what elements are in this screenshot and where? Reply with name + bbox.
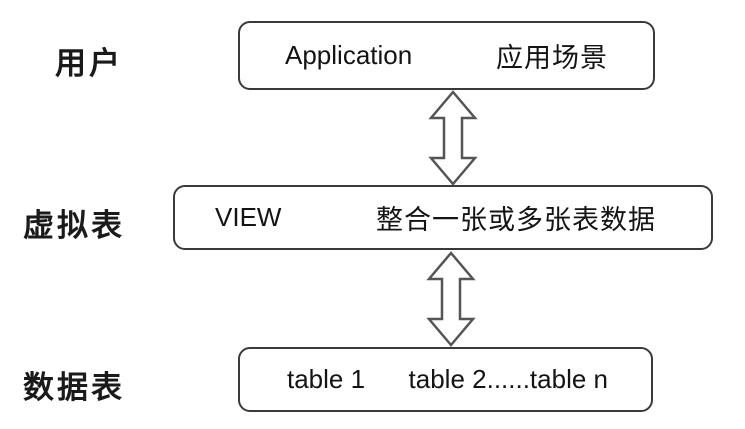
double-arrow-icon bbox=[426, 251, 476, 347]
view-box: VIEW 整合一张或多张表数据 bbox=[173, 185, 713, 250]
tier-label-user: 用户 bbox=[55, 46, 123, 81]
application-box: Application 应用场景 bbox=[238, 21, 655, 90]
tier-label-virtual-table: 虚拟表 bbox=[23, 208, 125, 243]
application-box-left-text: Application bbox=[285, 40, 413, 70]
tables-box: table 1 table 2......table n bbox=[238, 347, 653, 412]
double-arrow-icon bbox=[428, 90, 478, 186]
view-box-left-text: VIEW bbox=[215, 202, 282, 232]
application-box-right-text: 应用场景 bbox=[496, 43, 608, 73]
tables-box-right-text: table 2......table n bbox=[408, 364, 608, 394]
view-box-right-text: 整合一张或多张表数据 bbox=[376, 205, 656, 235]
tables-box-left-text: table 1 bbox=[287, 364, 366, 394]
tier-label-data-table: 数据表 bbox=[23, 370, 125, 405]
